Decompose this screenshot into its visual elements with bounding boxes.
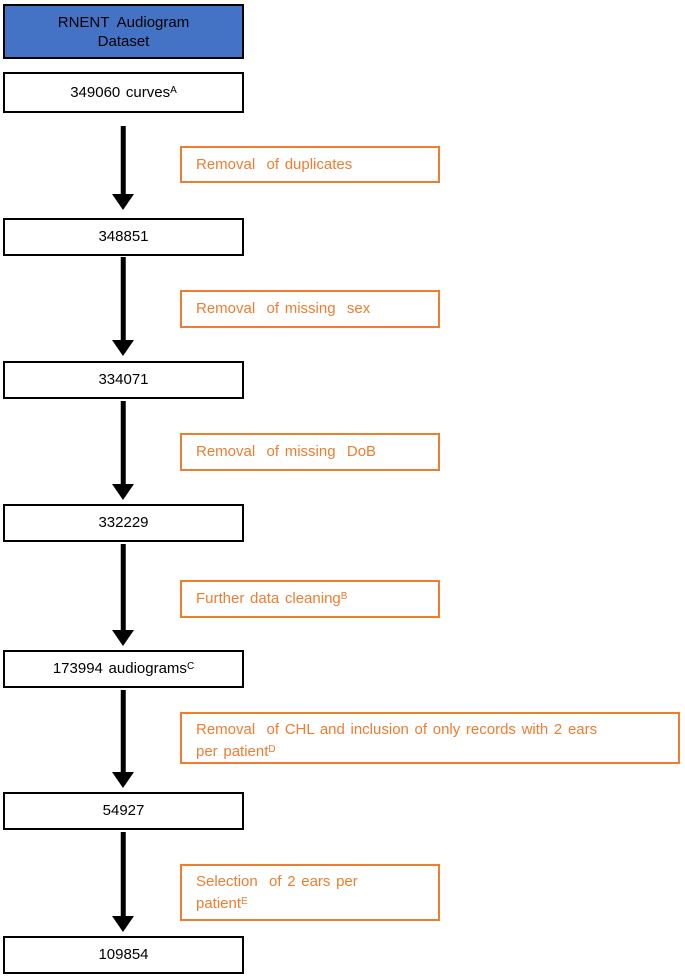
down-arrow-icon [111,401,135,500]
step-label: Selection of 2 ears per patient [196,873,358,912]
step-label: Removal of CHL and inclusion of only rec… [196,721,598,760]
step-superscript: E [241,896,248,907]
step-superscript: B [340,591,348,602]
node-label: 109854 [98,946,149,963]
down-arrow-icon [111,257,135,356]
node-box-332229: 332229 [3,504,244,542]
node-label: 348851 [98,228,149,245]
node-box-audiograms: 173994 audiogramsC [3,650,244,688]
down-arrow-icon [111,690,135,788]
down-arrow-icon [111,544,135,646]
node-box-334071: 334071 [3,361,244,399]
step-box-ear-selection: Selection of 2 ears per patientE [180,864,440,921]
node-box-curves: 349060 curvesA [3,72,244,113]
step-box-chl-removal: Removal of CHL and inclusion of only rec… [180,712,680,764]
node-box-54927: 54927 [3,792,244,830]
node-box-109854: 109854 [3,936,244,974]
dataset-header-box: RNENT Audiogram Dataset [3,4,244,59]
dataset-header-label: RNENT Audiogram Dataset [57,13,190,50]
node-label: 173994 audiograms [52,660,187,677]
step-label: Removal of missing DoB [196,443,377,460]
node-label: 349060 curves [70,83,171,101]
node-label: 334071 [98,371,149,388]
step-superscript: D [268,744,276,755]
step-label: Removal of missing sex [196,300,371,317]
step-label: Removal of duplicates [196,155,353,173]
down-arrow-icon [111,126,135,210]
node-label: 332229 [98,514,149,531]
node-superscript: A [170,84,177,96]
node-label: 54927 [102,802,145,819]
step-box-missing-dob: Removal of missing DoB [180,433,440,471]
step-box-duplicates: Removal of duplicates [180,146,440,183]
step-label: Further data cleaning [196,590,341,607]
node-box-348851: 348851 [3,218,244,256]
step-box-missing-sex: Removal of missing sex [180,290,440,328]
down-arrow-icon [111,832,135,932]
step-box-data-cleaning: Further data cleaningB [180,580,440,618]
node-superscript: C [186,661,195,672]
